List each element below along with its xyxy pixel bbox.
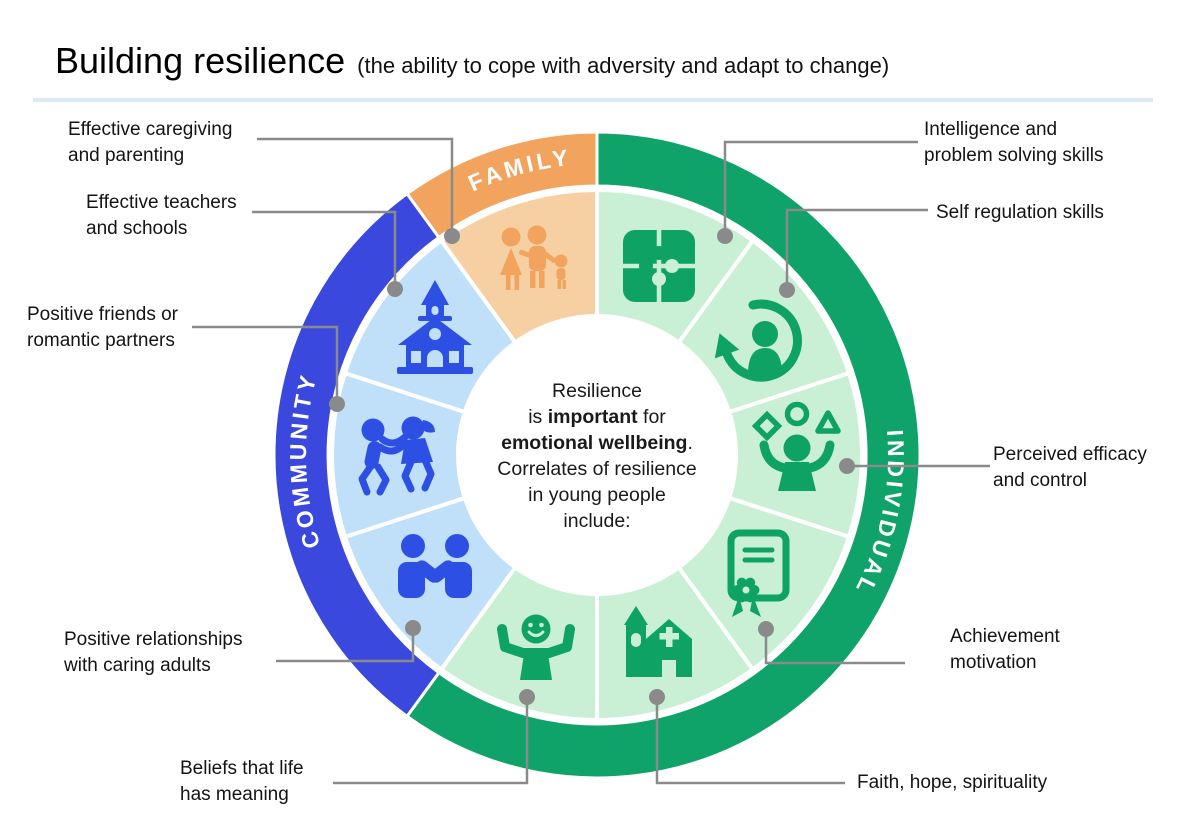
center-circle: [456, 314, 738, 596]
leader-line-caring-adults: [276, 628, 415, 663]
callout-caring-adults: Positive relationships with caring adult…: [64, 629, 243, 676]
callout-beliefs: Beliefs that life has meaning: [180, 758, 304, 805]
happy-person-icon: [497, 614, 575, 680]
leader-dot: [387, 281, 403, 297]
callout-caregiving: Effective caregiving and parenting: [68, 119, 233, 166]
leader-line-intelligence: [723, 140, 918, 236]
handshake-icon: [398, 534, 472, 598]
leader-lines: [192, 137, 990, 785]
callout-achievement: Achievement motivation: [950, 626, 1060, 673]
leader-dot: [758, 621, 774, 637]
leader-dot: [649, 689, 665, 705]
family-icon: [500, 225, 568, 290]
leader-line-selfreg: [785, 208, 928, 290]
center-statement: Resilience is important for emotional we…: [497, 380, 697, 532]
leader-line-friends: [192, 325, 339, 404]
church-icon: [624, 606, 692, 677]
callout-intelligence: Intelligence and problem solving skills: [924, 119, 1104, 166]
callout-self-regulation: Self regulation skills: [936, 202, 1104, 223]
callout-friends: Positive friends or romantic partners: [27, 304, 179, 351]
leader-line-caregiving: [257, 137, 454, 236]
certificate-icon: [727, 529, 790, 617]
leader-dot: [444, 228, 460, 244]
leader-dot: [329, 396, 345, 412]
callout-faith: Faith, hope, spirituality: [857, 772, 1048, 793]
leader-line-achievement: [764, 629, 905, 665]
leader-dot: [717, 228, 733, 244]
juggling-icon: [751, 401, 841, 491]
leader-line-faith: [655, 697, 845, 785]
title-subtitle: (the ability to cope with adversity and …: [357, 53, 890, 78]
school-icon: [397, 280, 473, 374]
leader-line-beliefs: [333, 697, 529, 785]
leader-dot: [405, 620, 421, 636]
callout-teachers: Effective teachers and schools: [86, 192, 237, 239]
leader-dot: [839, 458, 855, 474]
self-regulation-icon: [714, 299, 802, 382]
callout-perceived-efficacy: Perceived efficacy and control: [993, 444, 1147, 491]
children-playing-icon: [358, 416, 435, 496]
title-divider: [33, 98, 1153, 102]
puzzle-icon: [623, 230, 695, 302]
ring-individual: [405, 130, 922, 780]
leader-dot: [519, 689, 535, 705]
title-main: Building resilience: [55, 40, 346, 81]
page-title: Building resilience (the ability to cope…: [55, 40, 889, 82]
ring-family: [405, 130, 599, 239]
leader-line-teachers: [252, 210, 397, 289]
leader-dot: [779, 282, 795, 298]
